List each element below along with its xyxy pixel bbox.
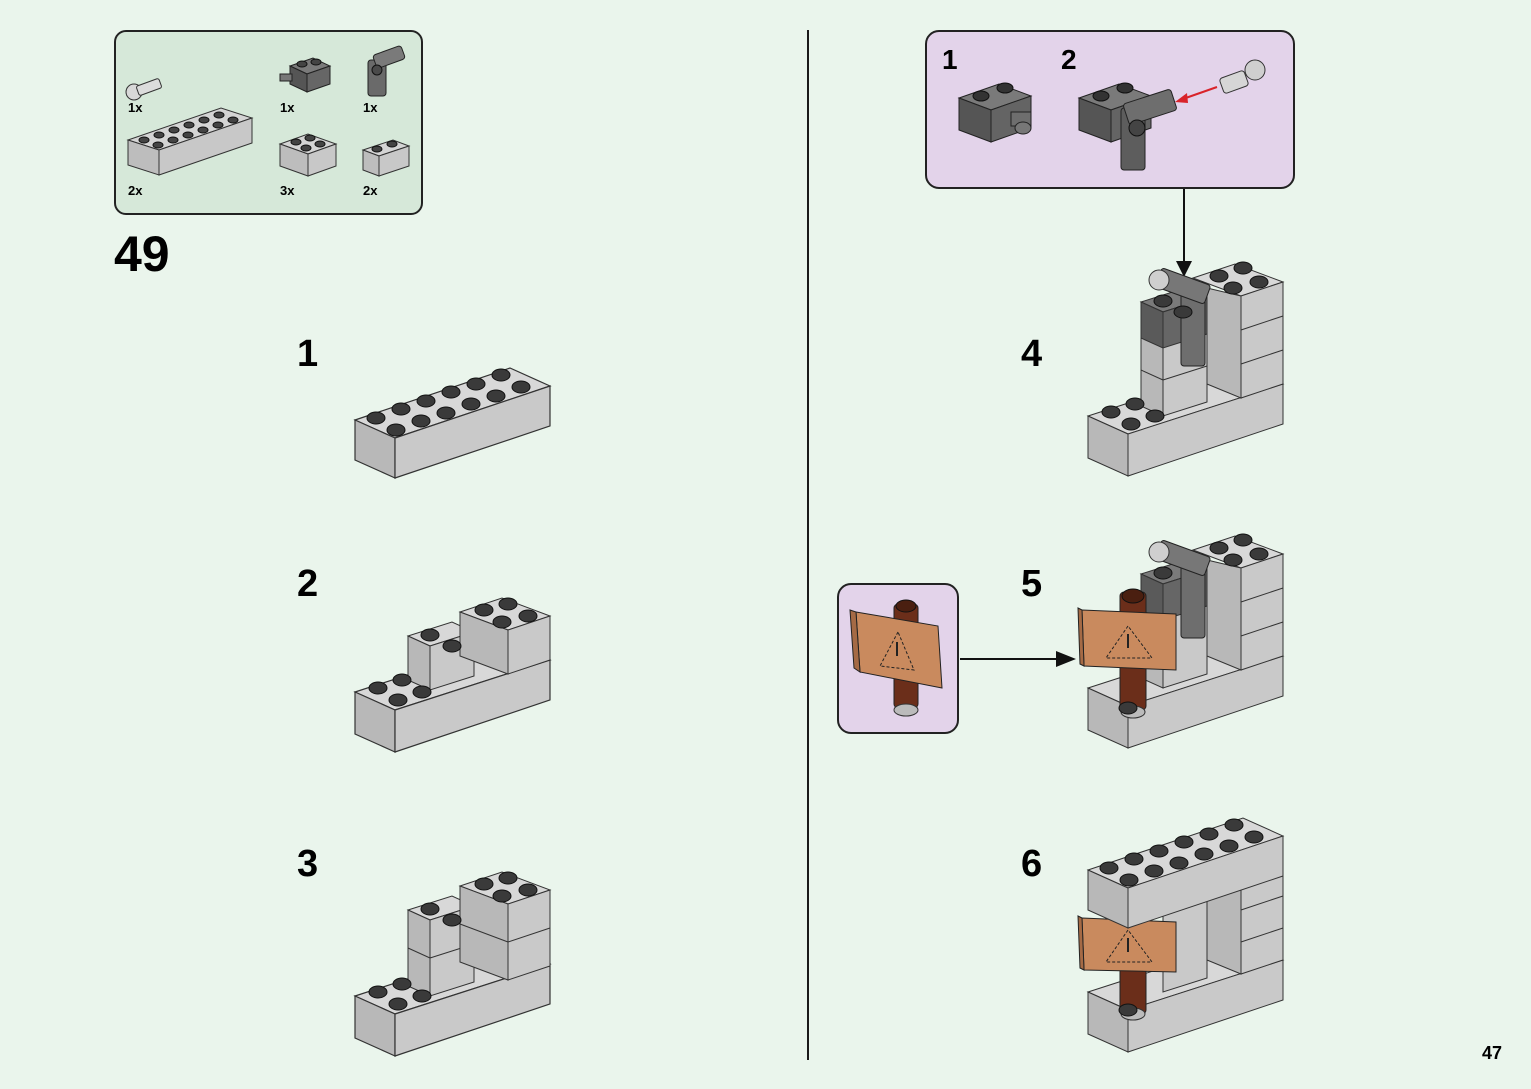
sub-step-number: 5 [1021, 563, 1042, 606]
build-illustration [1076, 800, 1290, 1060]
part-qty: 1x [363, 100, 377, 115]
part-qty: 3x [280, 183, 294, 198]
brick-with-connector-illustration [1075, 70, 1275, 175]
sub-step-number: 2 [297, 563, 318, 606]
sign-post-illustration [850, 598, 950, 723]
brick-2x2-icon [278, 128, 340, 180]
build-illustration [1076, 530, 1290, 755]
sub-step-number: 4 [1021, 333, 1042, 376]
build-illustration [352, 590, 557, 760]
page-number: 47 [1482, 1043, 1502, 1064]
sub-step-number: 6 [1021, 843, 1042, 886]
brick-2x6-icon [126, 100, 256, 180]
angle-connector-icon [360, 46, 410, 101]
dark-brick-with-pin-illustration [955, 70, 1045, 150]
build-illustration [352, 350, 557, 485]
build-illustration [352, 868, 557, 1063]
part-qty: 2x [128, 183, 142, 198]
pin-connector-icon [125, 72, 170, 102]
sub-step-number: 3 [297, 843, 318, 886]
brick-with-pin-icon [278, 52, 333, 97]
sub-step-number: 1 [297, 333, 318, 376]
page-divider [807, 30, 809, 1060]
step-number: 49 [114, 225, 170, 283]
build-illustration [1085, 258, 1290, 483]
part-qty: 2x [363, 183, 377, 198]
sign-arrow [960, 648, 1080, 670]
brick-1x2-icon [361, 136, 413, 181]
part-qty: 1x [280, 100, 294, 115]
